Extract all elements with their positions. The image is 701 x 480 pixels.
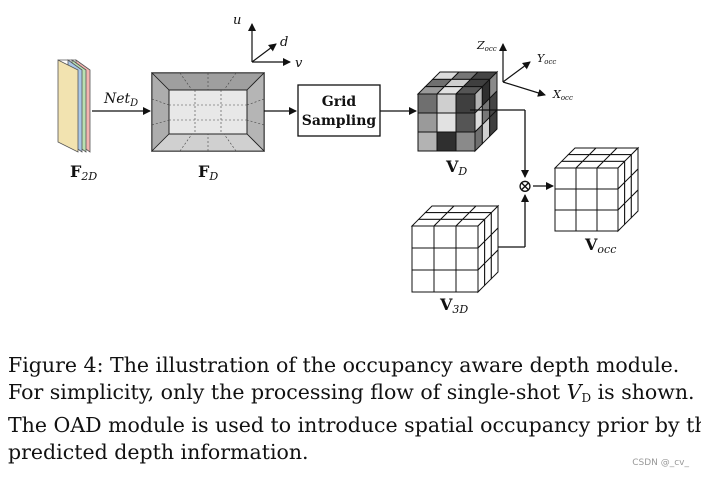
watermark: CSDN @_cv_ <box>632 458 689 468</box>
occupancy-axes <box>499 43 546 97</box>
fd-feature-volume <box>151 72 265 152</box>
f2d-feature-stack <box>57 59 91 153</box>
vocc-output-cube <box>553 146 640 233</box>
vd-label: VD <box>445 157 467 178</box>
caption-line-2: For simplicity, only the processing flow… <box>8 380 695 405</box>
figure-caption: Figure 4: The illustration of the occupa… <box>8 352 701 466</box>
axis-y-label: Yocc <box>537 52 556 66</box>
vocc-label: Vocc <box>584 235 616 256</box>
fd-label: FD <box>198 162 218 183</box>
multiply-symbol: ⊗ <box>517 176 532 197</box>
v3d-label: V3D <box>439 295 468 316</box>
grid-sampling-box <box>297 84 381 137</box>
axis-u-label: u <box>233 13 241 28</box>
v3d-occupancy-cube <box>410 204 500 294</box>
axis-d-label: d <box>280 35 288 50</box>
camera-axes <box>248 23 291 66</box>
architecture-diagram: F2D NetD FD u <box>57 13 640 316</box>
caption-line-3: The OAD module is used to introduce spat… <box>8 413 701 437</box>
caption-line-1: Figure 4: The illustration of the occupa… <box>8 353 680 377</box>
caption-line-4: predicted depth information. <box>8 440 309 464</box>
axis-v-label: v <box>295 56 303 71</box>
netd-label: NetD <box>103 91 138 109</box>
grid-sampling-line1: Grid <box>322 94 357 110</box>
grid-sampling-line2: Sampling <box>302 113 377 129</box>
axis-z-label: Zocc <box>476 39 497 53</box>
vd-depth-cube <box>416 70 499 153</box>
axis-x-label: Xocc <box>552 88 573 102</box>
f2d-label: F2D <box>70 162 97 183</box>
